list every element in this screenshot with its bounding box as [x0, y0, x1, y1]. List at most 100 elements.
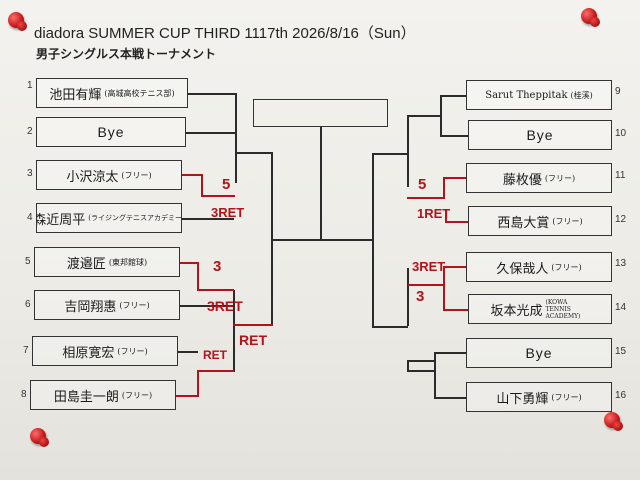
player-name: 池田有輝 — [49, 87, 102, 103]
winner-path — [197, 370, 234, 372]
bracket-line — [434, 352, 436, 398]
player-name: 小沢涼太 — [66, 169, 119, 185]
player-affiliation: (フリー) — [121, 170, 152, 180]
bracket-line — [235, 93, 237, 183]
slot-number: 7 — [23, 345, 29, 356]
score-m7-8: RET — [203, 348, 227, 362]
player-name: Bye — [97, 124, 125, 140]
score-m11-12-winner: 5 — [418, 176, 427, 193]
slot-number: 9 — [615, 86, 621, 97]
bracket-line — [440, 135, 468, 137]
winner-path — [197, 262, 199, 290]
winner-path — [180, 262, 198, 264]
bracket-line — [408, 360, 434, 362]
bracket-line — [272, 239, 372, 241]
push-pin-icon — [604, 412, 623, 431]
push-pin-icon — [30, 428, 49, 447]
winner-path — [445, 221, 468, 223]
player-affiliation: (フリー) — [551, 262, 582, 272]
winner-path — [182, 174, 202, 176]
bracket-line — [233, 290, 235, 372]
bracket-line — [188, 93, 236, 95]
bracket-line — [180, 305, 234, 307]
player-box-5: 渡邉匠(東邦館球) — [34, 247, 180, 277]
player-box-16: 山下勇輝(フリー) — [466, 382, 612, 412]
score-m3-4-winner: 5 — [222, 176, 231, 193]
bracket-line — [320, 127, 322, 239]
bracket-line — [408, 115, 441, 117]
bracket-line — [372, 153, 408, 155]
winner-path — [443, 309, 468, 311]
player-box-15: Bye — [466, 338, 612, 368]
player-name: 吉岡翔惠 — [64, 299, 117, 315]
bracket-line — [407, 268, 409, 326]
player-affiliation: (フリー) — [119, 300, 150, 310]
player-name: 相原寛宏 — [62, 345, 115, 361]
document-title: diadora SUMMER CUP THIRD 1117th 2026/8/1… — [34, 25, 416, 42]
slot-number: 3 — [27, 168, 33, 179]
bracket-line — [407, 370, 435, 372]
player-name: 藤枚優 — [502, 172, 542, 188]
player-name: 渡邉匠 — [66, 256, 106, 272]
player-box-11: 藤枚優(フリー) — [466, 163, 612, 193]
slot-number: 1 — [27, 80, 33, 91]
bracket-line — [434, 397, 466, 399]
player-affiliation: (フリー) — [551, 392, 582, 402]
bracket-line — [434, 352, 466, 354]
bracket-line — [372, 153, 374, 327]
player-box-13: 久保哉人(フリー) — [466, 252, 612, 282]
bracket-line — [440, 95, 466, 97]
player-affiliation: (高城高校テニス部) — [104, 88, 175, 98]
player-name: Sarut Theppitak — [485, 89, 568, 101]
winner-path — [201, 195, 235, 197]
slot-number: 14 — [615, 302, 627, 313]
player-box-2: Bye — [36, 117, 186, 147]
player-name: Bye — [525, 345, 553, 361]
bracket-line — [178, 351, 198, 353]
player-box-10: Bye — [468, 120, 612, 150]
winner-path — [443, 266, 445, 310]
player-name: 田島圭一朗 — [53, 389, 119, 405]
player-box-14: 坂本光成(KOWA TENNIS ACADEMY) — [468, 294, 612, 324]
score-m11-12-loser: 1RET — [417, 206, 451, 221]
winner-path — [201, 174, 203, 196]
slot-number: 16 — [615, 390, 627, 401]
slot-number: 2 — [27, 126, 33, 137]
player-name: 久保哉人 — [496, 261, 549, 277]
player-box-1: 池田有輝(高城高校テニス部) — [36, 78, 188, 108]
slot-number: 15 — [615, 346, 627, 357]
push-pin-icon — [8, 12, 27, 31]
slot-number: 13 — [615, 258, 627, 269]
bracket-line — [372, 326, 408, 328]
score-m13-14-winner: 3 — [416, 288, 425, 305]
player-box-4: 森近周平(ライジングテニスアカデミー) — [36, 203, 182, 233]
slot-number: 4 — [27, 212, 33, 223]
bracket-line — [271, 152, 273, 324]
winner-path — [197, 370, 199, 397]
slot-number: 8 — [21, 389, 27, 400]
bracket-line — [407, 360, 409, 372]
winner-path — [445, 210, 447, 222]
bracket-line — [407, 115, 409, 187]
score-m13-14-loser: 3RET — [412, 259, 446, 274]
bracket-line — [235, 152, 272, 154]
player-affiliation: (フリー) — [544, 173, 576, 183]
winner-path — [408, 284, 444, 286]
score-m5-6-loser: 3RET — [207, 298, 243, 314]
player-box-7: 相原寛宏(フリー) — [32, 336, 178, 366]
player-box-12: 西島大賞(フリー) — [468, 206, 612, 236]
player-affiliation: (桂溪) — [570, 90, 593, 100]
winner-path — [443, 266, 466, 268]
player-name: 西島大賞 — [497, 215, 550, 231]
winner-path — [407, 197, 445, 199]
winner-path — [176, 395, 198, 397]
document-subtitle: 男子シングルス本戦トーナメント — [36, 47, 217, 61]
final-box — [253, 99, 388, 127]
player-affiliation: (フリー) — [117, 346, 148, 356]
player-affiliation: (KOWA TENNIS ACADEMY) — [545, 298, 581, 320]
player-name: 坂本光成 — [490, 303, 543, 319]
winner-path — [443, 177, 445, 199]
player-affiliation: (ライジングテニスアカデミー) — [88, 214, 181, 222]
player-name: Bye — [526, 127, 554, 143]
